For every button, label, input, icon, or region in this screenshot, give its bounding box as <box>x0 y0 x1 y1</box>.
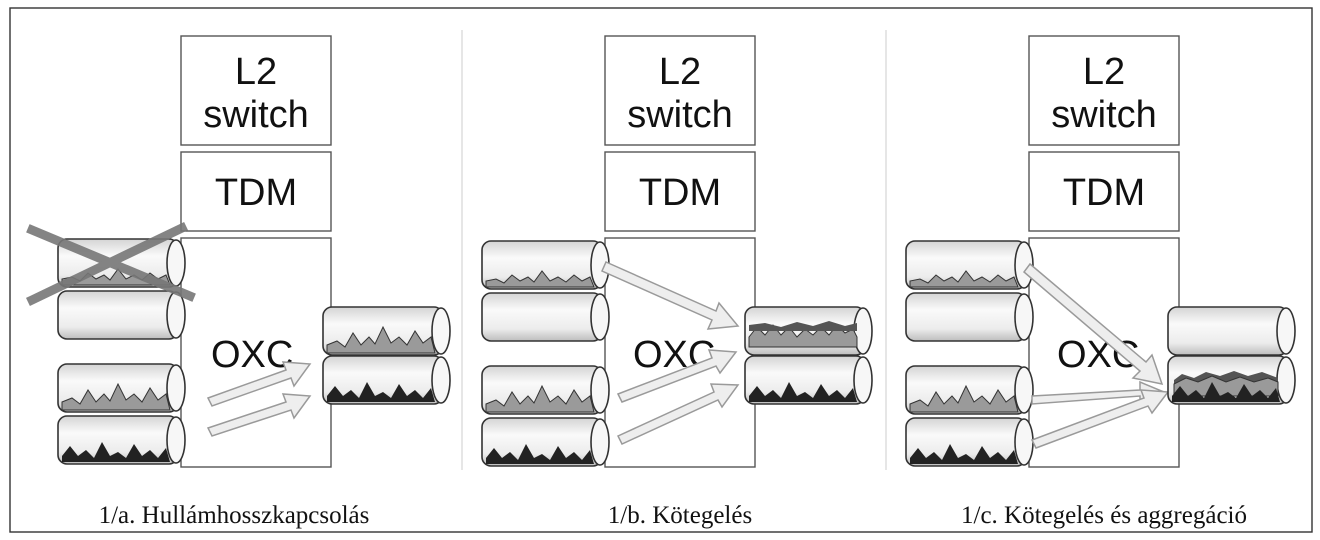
panel-b: L2 switch TDM OXC 1/b. <box>481 35 873 529</box>
l2-label: L2 <box>659 51 701 93</box>
tdm-label: TDM <box>639 172 721 214</box>
output-fiber-pipe <box>1167 355 1296 405</box>
panel-caption: 1/a. Hullámhosszkapcsolás <box>99 502 370 529</box>
l2-switch-box <box>604 35 756 146</box>
panel-caption: 1/b. Kötegelés <box>608 502 752 529</box>
aggregation-arrow <box>1022 262 1170 449</box>
panel-c: L2 switch TDM OXC <box>905 35 1296 529</box>
input-fiber-pipe <box>57 290 186 340</box>
bundling-arrow <box>601 261 740 445</box>
panel-a: L2 switch TDM OXC <box>25 35 451 529</box>
outer-frame <box>9 7 1313 533</box>
input-fiber-pipe <box>905 417 1034 467</box>
panel-caption: 1/c. Kötegelés és aggregáció <box>961 502 1247 529</box>
tdm-label: TDM <box>1063 172 1145 214</box>
input-fiber-pipe <box>57 415 186 465</box>
l2-switch-box <box>1028 35 1180 146</box>
input-fiber-pipe <box>481 417 610 467</box>
oxc-label: OXC <box>211 334 293 376</box>
input-fiber-pipe <box>905 292 1034 342</box>
tdm-box <box>180 151 332 232</box>
l2-label: L2 <box>1083 51 1125 93</box>
output-fiber-pipe <box>744 355 873 405</box>
output-fiber-pipe <box>1167 306 1296 356</box>
input-fiber-pipe <box>481 365 610 415</box>
input-fiber-pipe <box>481 240 610 290</box>
wavelength-arrow <box>206 361 312 437</box>
input-fiber-pipe <box>905 365 1034 415</box>
output-fiber-pipe <box>744 306 873 356</box>
l2-label: L2 <box>235 51 277 93</box>
crossed-out-mark <box>25 221 196 307</box>
switch-label: switch <box>203 94 309 136</box>
output-fiber-pipe <box>322 306 451 356</box>
switch-label: switch <box>1051 94 1157 136</box>
oxc-box <box>180 237 332 468</box>
tdm-box <box>1028 151 1180 232</box>
oxc-box <box>1028 237 1180 468</box>
tdm-label: TDM <box>215 172 297 214</box>
input-fiber-pipe <box>481 292 610 342</box>
tdm-box <box>604 151 756 232</box>
l2-switch-box <box>180 35 332 146</box>
input-fiber-pipe <box>905 240 1034 290</box>
switch-label: switch <box>627 94 733 136</box>
output-fiber-pipe <box>322 355 451 405</box>
input-fiber-pipe <box>57 363 186 413</box>
